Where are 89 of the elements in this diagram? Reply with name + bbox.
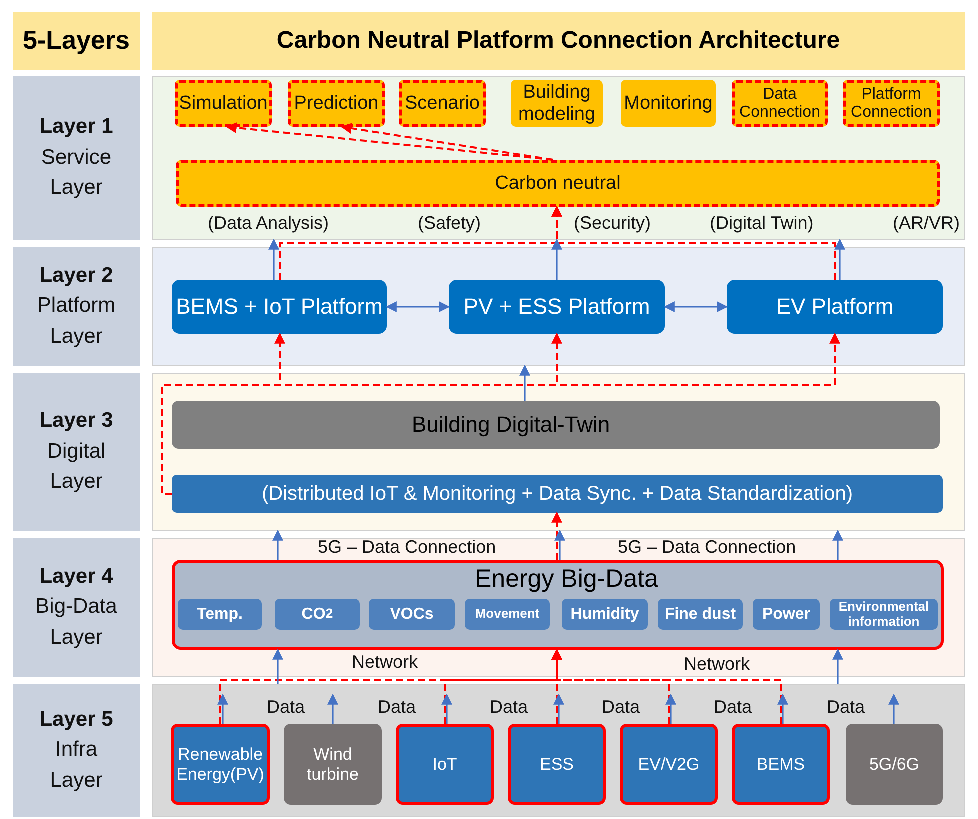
infra-box: Renewable Energy(PV) bbox=[171, 724, 270, 805]
arrow bbox=[272, 530, 284, 560]
header-box: 5-Layers bbox=[13, 12, 140, 70]
layer-label-panel bbox=[13, 684, 140, 817]
infra-box: IoT bbox=[396, 724, 494, 805]
arrow bbox=[520, 364, 530, 401]
title-banner: Carbon Neutral Platform Connection Architecture bbox=[152, 12, 965, 70]
infra-box: BEMS bbox=[732, 724, 830, 805]
dashed-arrow bbox=[226, 122, 554, 161]
infra-box: ESS bbox=[508, 724, 606, 805]
arrow bbox=[328, 694, 338, 724]
infra-box: 5G/6G bbox=[846, 724, 943, 805]
service-box: Simulation bbox=[175, 80, 272, 127]
arrow bbox=[832, 648, 844, 684]
digital-twin-bar: Building Digital-Twin bbox=[172, 401, 940, 449]
layer-name: Infra Layer bbox=[49, 737, 104, 794]
arrow bbox=[218, 694, 228, 724]
layer-panel bbox=[152, 538, 965, 677]
arrow bbox=[268, 238, 280, 280]
data-category-box: Humidity bbox=[562, 599, 648, 630]
arrow bbox=[552, 238, 562, 280]
annotation-text: (AR/VR) bbox=[893, 213, 960, 233]
arrow bbox=[832, 530, 844, 560]
network-label: Network bbox=[684, 654, 750, 674]
layer-number: Layer 1 bbox=[38, 114, 114, 140]
layer-label-panel bbox=[13, 373, 140, 531]
dashed-arrow bbox=[552, 512, 562, 560]
arrow bbox=[888, 694, 900, 724]
arrow bbox=[666, 694, 676, 724]
annotation-text: (Safety) bbox=[418, 213, 482, 233]
data-label: Data bbox=[714, 697, 752, 717]
connection-label: 5G – Data Connection bbox=[318, 537, 496, 557]
dashed-arrow bbox=[552, 206, 836, 280]
service-box: Building modeling bbox=[511, 80, 603, 127]
arrow bbox=[834, 238, 846, 280]
layer-panel bbox=[152, 373, 965, 531]
data-label: Data bbox=[267, 697, 306, 717]
arrow bbox=[442, 694, 452, 724]
platform-box: PV + ESS Platform bbox=[449, 280, 665, 334]
layer-number: Layer 5 bbox=[38, 706, 114, 733]
layer-name: Big-Data Layer bbox=[34, 594, 118, 651]
layer-label-panel bbox=[13, 247, 140, 366]
arrow bbox=[778, 694, 788, 724]
network-label: Network bbox=[352, 652, 418, 672]
service-box: Prediction bbox=[288, 80, 385, 127]
integration-bar: (Distributed IoT & Monitoring + Data Sync. + Data Standardization) bbox=[172, 475, 943, 513]
data-label: Data bbox=[827, 697, 866, 717]
layer-panel bbox=[152, 76, 965, 240]
annotation-text: (Data Analysis) bbox=[208, 213, 330, 233]
arrow bbox=[554, 530, 566, 560]
layer-number: Layer 2 bbox=[38, 262, 114, 289]
data-category-box: Power bbox=[753, 599, 820, 630]
data-category-box: Temp. bbox=[178, 599, 262, 630]
service-bar: Carbon neutral bbox=[176, 160, 940, 207]
service-box: Data Connection bbox=[732, 80, 828, 127]
big-data-panel bbox=[172, 560, 944, 650]
connection-label: 5G – Data Connection bbox=[618, 537, 796, 557]
arrow bbox=[272, 648, 284, 684]
layer-name: Service Layer bbox=[40, 144, 113, 202]
layer-number: Layer 4 bbox=[38, 564, 114, 590]
data-label: Data bbox=[490, 697, 528, 717]
dashed-arrow bbox=[552, 648, 782, 724]
service-box: Platform Connection bbox=[843, 80, 940, 127]
layer-name: Platform Layer bbox=[36, 293, 117, 350]
layer-label-panel bbox=[13, 538, 140, 677]
infra-box: EV/V2G bbox=[620, 724, 718, 805]
layer-number: Layer 3 bbox=[38, 408, 114, 434]
data-category-box: Movement bbox=[465, 599, 550, 630]
layer-name: Digital Layer bbox=[46, 438, 107, 496]
data-category-box: Environmental information bbox=[830, 599, 938, 630]
arrow bbox=[554, 694, 564, 724]
layer-panel bbox=[152, 247, 965, 366]
double-arrow bbox=[664, 302, 728, 312]
layer-panel bbox=[152, 684, 965, 817]
platform-box: BEMS + IoT Platform bbox=[172, 280, 387, 334]
data-label: Data bbox=[602, 697, 640, 717]
data-category-box: VOCs bbox=[369, 599, 455, 630]
service-box: Scenario bbox=[399, 80, 486, 127]
service-box: Monitoring bbox=[621, 80, 716, 127]
annotation-text: (Digital Twin) bbox=[710, 213, 814, 233]
dashed-arrow bbox=[340, 123, 554, 161]
infra-box: Wind turbine bbox=[284, 724, 382, 805]
layer-label-panel bbox=[13, 76, 140, 240]
panel-title: Energy Big-Data bbox=[475, 565, 658, 593]
double-arrow bbox=[386, 302, 450, 312]
platform-box: EV Platform bbox=[727, 280, 943, 334]
data-label: Data bbox=[378, 697, 416, 717]
annotation-text: (Security) bbox=[574, 213, 652, 233]
data-category-box: Fine dust bbox=[658, 599, 743, 630]
